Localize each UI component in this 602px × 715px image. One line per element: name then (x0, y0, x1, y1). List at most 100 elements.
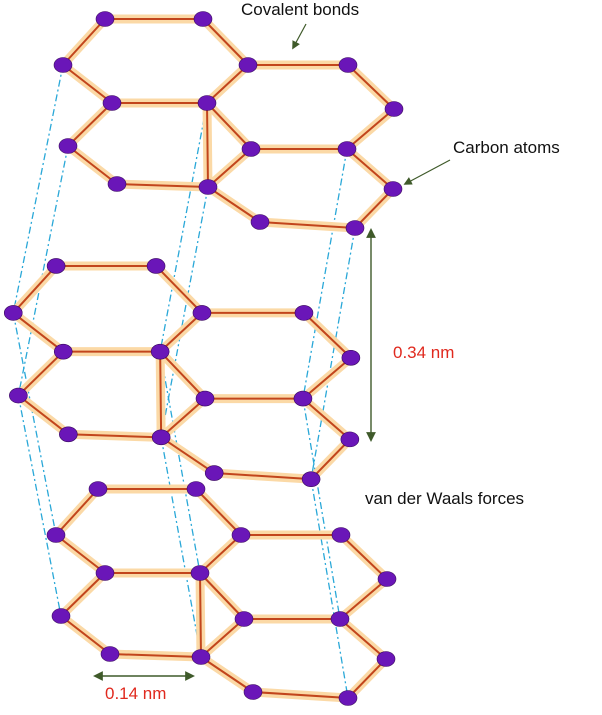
carbon-atom (46, 258, 66, 274)
covalent-bond (12, 264, 58, 314)
covalent-bond (109, 653, 202, 658)
covalent-bonds-arrow (292, 23, 307, 50)
carbon-atoms-arrow (403, 159, 451, 185)
covalent-bond (17, 394, 70, 436)
vdw-force-line (12, 64, 64, 314)
covalent-bond (155, 264, 203, 314)
covalent-bond (195, 488, 242, 536)
covalent-bond (206, 64, 249, 104)
covalent-bond (354, 188, 394, 229)
carbon-atom (150, 343, 170, 360)
carbon-atom (95, 565, 115, 581)
carbon-atom (345, 220, 365, 236)
covalent-bond (347, 658, 387, 699)
covalent-bond (67, 102, 113, 147)
van-der-waals-label: van der Waals forces (365, 489, 524, 508)
carbon-atom (58, 138, 78, 154)
covalent-bond (202, 18, 249, 66)
covalent-bond (62, 64, 113, 104)
vdw-force-line (310, 227, 356, 480)
carbon-atom (198, 179, 218, 195)
covalent-bond (346, 108, 395, 150)
covalent-bond (160, 436, 216, 475)
carbon-atom (46, 527, 66, 543)
carbon-atom (102, 95, 122, 111)
carbon-atom (377, 571, 397, 587)
carbon-atom (146, 258, 166, 274)
covalent-bond (339, 578, 388, 620)
vdw-force-line (302, 148, 348, 399)
carbon-atom (383, 181, 403, 197)
carbon-atom (384, 101, 404, 117)
carbon-atom (3, 305, 23, 321)
carbon-atom (191, 649, 211, 665)
covalent-bonds-label: Covalent bonds (241, 0, 359, 19)
covalent-bond (116, 183, 209, 188)
covalent-bond (252, 691, 349, 699)
covalent-bond (302, 311, 352, 359)
covalent-bond (159, 350, 207, 400)
carbon-atom (234, 611, 254, 627)
covalent-bond (206, 102, 252, 150)
covalent-bond (207, 186, 261, 223)
carbon-atom (338, 690, 358, 706)
carbon-atom (243, 684, 263, 700)
covalent-bond (199, 572, 202, 658)
covalent-bond (159, 311, 203, 353)
covalent-bond (160, 397, 207, 439)
carbon-atom (241, 141, 261, 157)
carbon-atom (9, 387, 28, 404)
interlayer-distance-label: 0.34 nm (393, 343, 454, 362)
carbon-atom (53, 57, 73, 73)
covalent-bond (207, 148, 252, 188)
carbon-atom (341, 349, 361, 366)
carbon-atom (192, 305, 212, 321)
covalent-bond (346, 148, 394, 190)
covalent-bond (301, 397, 351, 441)
covalent-bond (200, 618, 245, 658)
covalent-bonds (8, 14, 399, 703)
carbon-atom (151, 429, 171, 446)
covalent-bond (199, 572, 245, 620)
covalent-bond (67, 145, 118, 185)
carbon-atom (293, 390, 313, 407)
covalent-bond (200, 656, 254, 693)
carbon-atom (340, 431, 360, 448)
carbon-atom (195, 390, 215, 407)
covalent-bond (199, 534, 242, 574)
carbon-atoms-label: Carbon atoms (453, 138, 560, 157)
carbon-atom (95, 11, 115, 27)
carbon-atom (294, 305, 314, 321)
covalent-bond (259, 221, 356, 229)
carbon-atom (197, 95, 217, 111)
covalent-bond (67, 433, 163, 439)
carbon-atom (330, 611, 350, 627)
covalent-bond (301, 356, 352, 400)
carbon-atom (376, 651, 396, 667)
annotations (93, 23, 451, 681)
carbon-atom (238, 57, 258, 73)
vdw-force-line (17, 145, 69, 396)
covalent-bond (55, 534, 106, 574)
carbon-atom (331, 527, 351, 543)
carbon-atom (193, 11, 213, 27)
carbon-atom (53, 343, 73, 360)
carbon-atom (190, 565, 210, 581)
carbon-atom (88, 481, 108, 497)
carbon-atom (204, 465, 224, 481)
covalent-bond (347, 64, 395, 110)
carbon-atom (100, 646, 120, 662)
covalent-bond (310, 438, 351, 481)
carbon-atom (338, 57, 358, 73)
vdw-force-line (302, 398, 341, 620)
covalent-bond (60, 615, 111, 655)
covalent-bond (12, 311, 65, 353)
carbon-atom (51, 608, 71, 624)
carbon-atom (337, 141, 357, 157)
carbon-atoms (3, 11, 404, 706)
carbon-atom (231, 527, 251, 543)
covalent-bond (339, 618, 387, 660)
covalent-bond (60, 572, 106, 617)
van-der-waals-lines (12, 64, 356, 699)
